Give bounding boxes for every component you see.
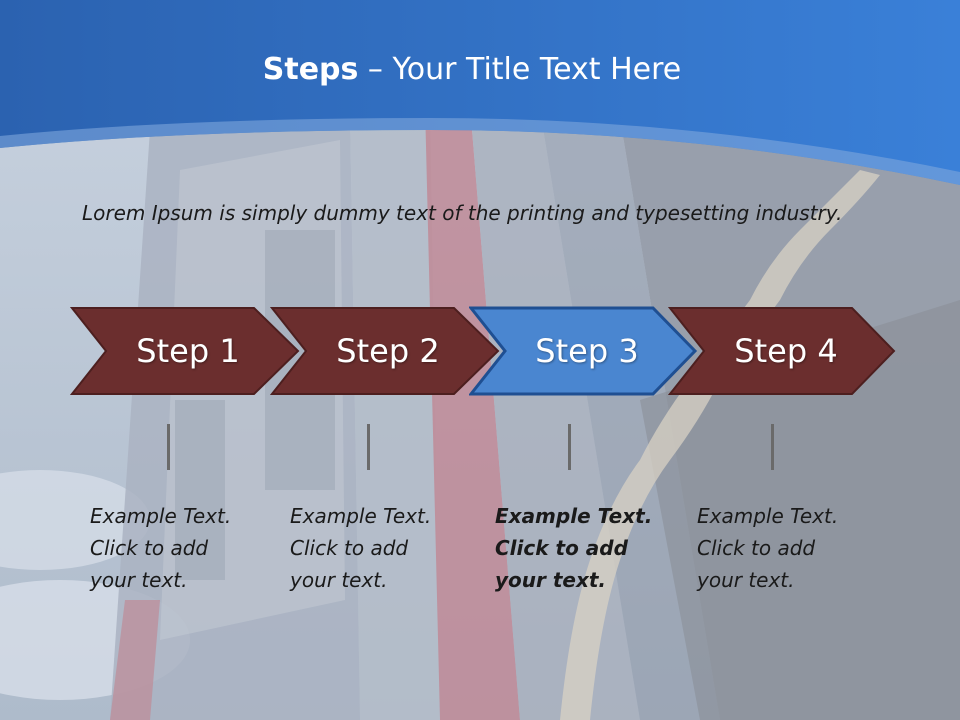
caption-line: your text. bbox=[495, 568, 607, 592]
step-3-connector bbox=[568, 424, 571, 470]
caption-line: Click to add bbox=[697, 536, 816, 560]
caption-line: Click to add bbox=[290, 536, 409, 560]
step-3-chevron[interactable]: Step 3 bbox=[469, 306, 698, 396]
caption-line: Example Text. bbox=[697, 504, 839, 528]
step-4-caption[interactable]: Example Text. Click to add your text. bbox=[697, 500, 867, 596]
step-4-chevron[interactable]: Step 4 bbox=[668, 306, 896, 396]
title-rest: – Your Title Text Here bbox=[358, 52, 682, 87]
step-2-caption[interactable]: Example Text. Click to add your text. bbox=[290, 500, 460, 596]
step-3-caption[interactable]: Example Text. Click to add your text. bbox=[495, 500, 665, 596]
caption-line: Click to add bbox=[90, 536, 209, 560]
step-1-chevron[interactable]: Step 1 bbox=[70, 306, 300, 396]
step-1-connector bbox=[167, 424, 170, 470]
step-4-label: Step 4 bbox=[734, 332, 838, 370]
title-bold: Steps bbox=[262, 52, 359, 87]
chevron-shape bbox=[668, 307, 896, 395]
step-2-chevron[interactable]: Step 2 bbox=[270, 306, 500, 396]
caption-line: Click to add bbox=[495, 536, 628, 560]
step-3-label: Step 3 bbox=[535, 332, 639, 370]
slide-title: Steps – Your Title Text Here bbox=[0, 52, 944, 87]
step-1-caption[interactable]: Example Text. Click to add your text. bbox=[90, 500, 260, 596]
caption-line: your text. bbox=[90, 568, 188, 592]
step-1-label: Step 1 bbox=[136, 332, 240, 370]
caption-line: your text. bbox=[290, 568, 388, 592]
caption-line: your text. bbox=[697, 568, 795, 592]
caption-line: Example Text. bbox=[90, 504, 232, 528]
chevron-shape bbox=[70, 307, 300, 395]
chevron-shape bbox=[270, 307, 500, 395]
chevron-shape bbox=[469, 306, 698, 396]
step-2-connector bbox=[367, 424, 370, 470]
step-4-connector bbox=[771, 424, 774, 470]
intro-text: Lorem Ipsum is simply dummy text of the … bbox=[82, 201, 843, 225]
caption-line: Example Text. bbox=[495, 504, 653, 528]
step-2-label: Step 2 bbox=[336, 332, 440, 370]
caption-line: Example Text. bbox=[290, 504, 432, 528]
